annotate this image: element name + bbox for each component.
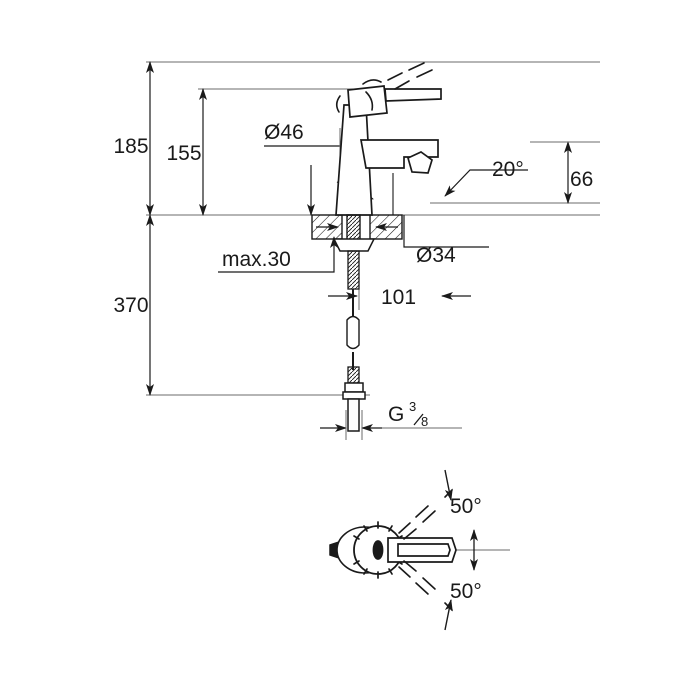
plan-cap-knurl-ticks (353, 521, 403, 579)
dimension-diameter-34-label: Ø34 (416, 244, 456, 267)
basin-deck-section (311, 214, 403, 240)
spout-outlet-nozzle (406, 151, 433, 174)
dimension-max-30: max.30 (218, 236, 338, 273)
plan-swing-upper (398, 489, 453, 540)
dimension-370: 370 (113, 214, 154, 396)
dimension-155-label: 155 (166, 142, 201, 165)
dimension-66: 66 (530, 141, 600, 204)
plan-swing-lower-arrow (444, 599, 453, 631)
dimension-155: 155 (166, 88, 207, 216)
faucet-spout (359, 139, 439, 169)
lever-handle (347, 85, 442, 118)
top-plan-view: 50° 50° (329, 469, 510, 631)
dimension-101-label: 101 (381, 286, 416, 309)
plan-swing-lower (398, 560, 453, 611)
plan-lever-arm (387, 537, 457, 563)
dimension-thread-g38: G 3 8 (320, 399, 462, 440)
dimension-angle-20-label: 20° (492, 158, 524, 181)
dimension-185: 185 (113, 61, 154, 216)
dimension-185-label: 185 (113, 135, 148, 158)
plan-swing-upper-arrow (444, 469, 453, 501)
front-elevation-view: 185 155 370 66 Ø46 (113, 61, 600, 440)
plan-angle-lower-label: 50° (450, 580, 482, 603)
thread-denominator: 8 (421, 414, 428, 429)
dimension-66-label: 66 (570, 168, 593, 191)
dimension-diameter-46-label: Ø46 (264, 121, 304, 144)
mounting-shank (332, 214, 376, 290)
thread-label-g: G (388, 403, 404, 426)
dimension-max-30-label: max.30 (222, 248, 291, 271)
dimension-angle-20: 20° (336, 158, 528, 215)
thread-numerator: 3 (409, 399, 416, 414)
dimension-diameter-34: Ø34 (403, 215, 489, 267)
supply-tail-pipe (346, 289, 360, 370)
dimension-370-label: 370 (113, 294, 148, 317)
lever-rotation-indicator (335, 62, 433, 113)
plan-angle-upper-label: 50° (450, 495, 482, 518)
threaded-connector (342, 366, 366, 432)
